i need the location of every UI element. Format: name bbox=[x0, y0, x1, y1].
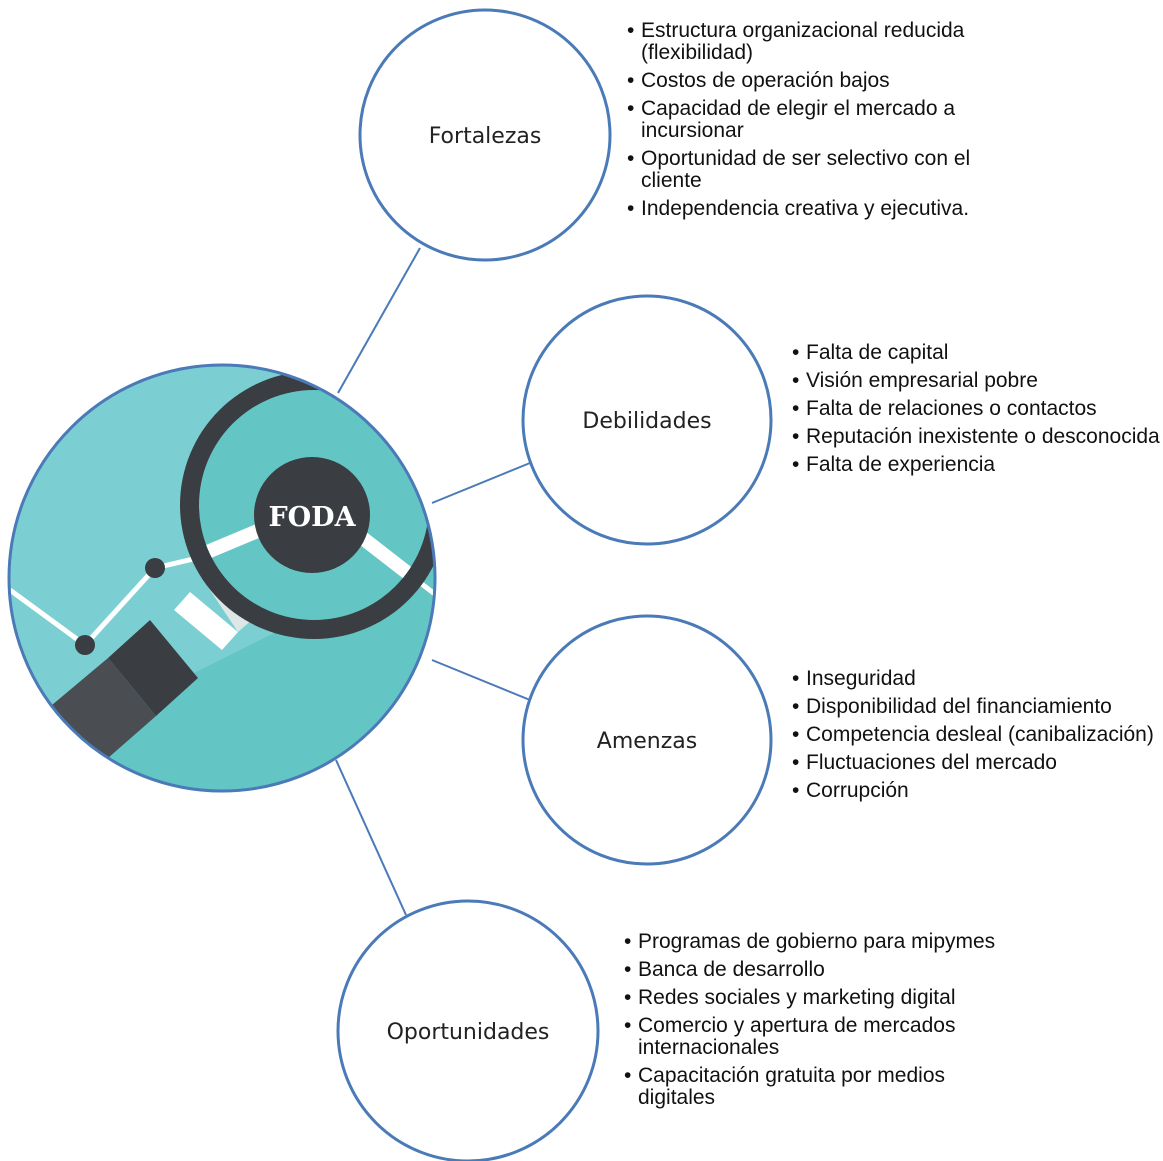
list-item: Disponibilidad del financiamiento bbox=[792, 696, 1162, 719]
list-item: Fluctuaciones del mercado bbox=[792, 752, 1162, 775]
node-label-fortalezas: Fortalezas bbox=[429, 124, 542, 149]
list-item: Costos de operación bajos bbox=[627, 70, 1007, 93]
list-item: Banca de desarrollo bbox=[624, 959, 1014, 982]
oportunidades-list: Programas de gobierno para mipymes Banca… bbox=[624, 931, 1014, 1115]
list-item: Inseguridad bbox=[792, 668, 1162, 691]
foda-badge-text: FODA bbox=[268, 502, 356, 533]
connector-amenazas bbox=[431, 659, 531, 701]
list-item: Reputación inexistente o desconocida bbox=[792, 426, 1162, 449]
list-item: Corrupción bbox=[792, 780, 1162, 803]
list-item: Redes sociales y marketing digital bbox=[624, 987, 1014, 1010]
foda-badge bbox=[254, 457, 370, 573]
list-item: Falta de experiencia bbox=[792, 454, 1162, 477]
trend-point bbox=[145, 558, 165, 578]
node-amenazas: Amenzas bbox=[521, 614, 773, 866]
connector-debilidades bbox=[431, 462, 531, 504]
list-item: Capacidad de elegir el mercado a incursi… bbox=[627, 98, 1007, 142]
node-fortalezas: Fortalezas bbox=[358, 8, 612, 262]
list-item: Programas de gobierno para mipymes bbox=[624, 931, 1014, 954]
node-oportunidades: Oportunidades bbox=[336, 899, 600, 1161]
trend-point bbox=[75, 635, 95, 655]
amenazas-list: Inseguridad Disponibilidad del financiam… bbox=[792, 668, 1162, 808]
node-label-oportunidades: Oportunidades bbox=[387, 1020, 550, 1045]
connector-fortalezas bbox=[337, 247, 421, 394]
node-label-debilidades: Debilidades bbox=[582, 409, 711, 434]
list-item: Visión empresarial pobre bbox=[792, 370, 1162, 393]
list-item: Competencia desleal (canibalización) bbox=[792, 724, 1162, 747]
list-item: Falta de relaciones o contactos bbox=[792, 398, 1162, 421]
center-ring bbox=[7, 363, 437, 793]
fortalezas-list: Estructura organizacional reducida (flex… bbox=[627, 20, 1007, 226]
center-image bbox=[9, 365, 455, 791]
debilidades-list: Falta de capital Visión empresarial pobr… bbox=[792, 342, 1162, 482]
list-item: Comercio y apertura de mercados internac… bbox=[624, 1015, 1014, 1059]
node-label-amenazas: Amenzas bbox=[597, 729, 697, 754]
list-item: Oportunidad de ser selectivo con el clie… bbox=[627, 148, 1007, 192]
list-item: Independencia creativa y ejecutiva. bbox=[627, 198, 1007, 221]
connector-oportunidades bbox=[335, 759, 407, 916]
list-item: Falta de capital bbox=[792, 342, 1162, 365]
list-item: Estructura organizacional reducida (flex… bbox=[627, 20, 1007, 64]
node-debilidades: Debilidades bbox=[521, 294, 773, 546]
list-item: Capacitación gratuita por medios digital… bbox=[624, 1065, 1014, 1109]
trend-point bbox=[435, 592, 455, 612]
